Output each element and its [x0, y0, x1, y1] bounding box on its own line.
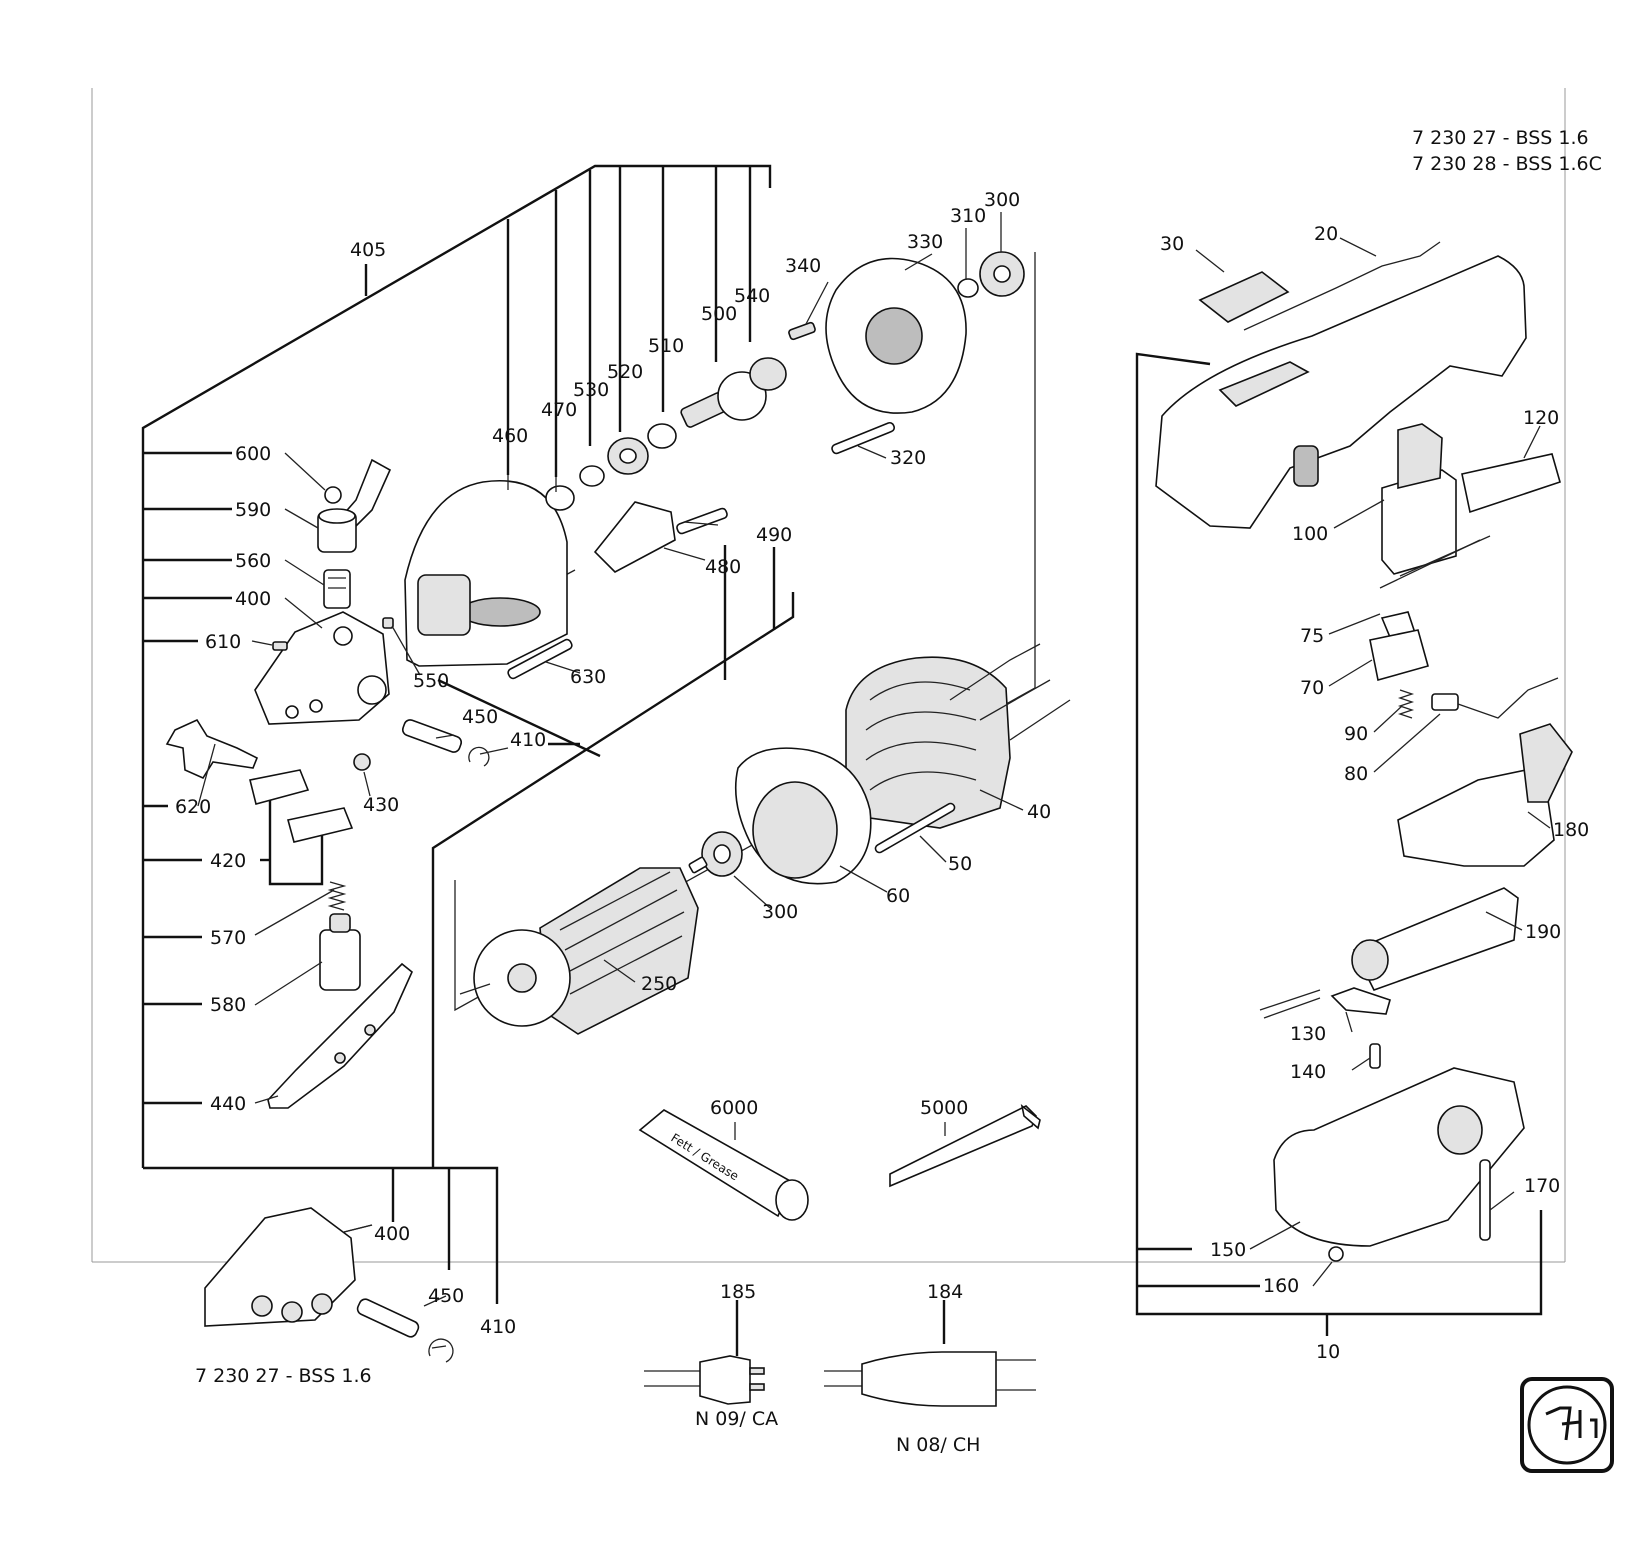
label-130: 130 [1290, 1023, 1326, 1045]
label-430: 430 [363, 794, 399, 816]
label-400-left: 400 [235, 588, 271, 610]
label-185: 185 [720, 1281, 756, 1303]
label-320: 320 [890, 447, 926, 469]
fein-logo [1520, 1377, 1614, 1473]
label-560: 560 [235, 550, 271, 572]
housing-parts [1155, 241, 1573, 1262]
leader-lines [197, 212, 1551, 1349]
label-400-bottom: 400 [374, 1223, 410, 1245]
label-450-left: 450 [462, 706, 498, 728]
grease-tube: Fett / Grease [638, 1109, 809, 1221]
gear-housing-parts [404, 251, 1025, 680]
label-630: 630 [570, 666, 606, 688]
label-6000: 6000 [710, 1097, 758, 1119]
label-300-top: 300 [984, 189, 1020, 211]
label-570: 570 [210, 927, 246, 949]
model-line-1: 7 230 27 - BSS 1.6 [1412, 127, 1589, 149]
label-340: 340 [785, 255, 821, 277]
label-520: 520 [607, 361, 643, 383]
label-40: 40 [1027, 801, 1051, 823]
label-184: 184 [927, 1281, 963, 1303]
label-120: 120 [1523, 407, 1559, 429]
variant-label: 7 230 27 - BSS 1.6 [195, 1365, 372, 1387]
label-190: 190 [1525, 921, 1561, 943]
motor-parts [459, 643, 1071, 1035]
label-5000: 5000 [920, 1097, 968, 1119]
label-100: 100 [1292, 523, 1328, 545]
label-250: 250 [641, 973, 677, 995]
label-490: 490 [756, 524, 792, 546]
label-80: 80 [1344, 763, 1368, 785]
label-470: 470 [541, 399, 577, 421]
label-160: 160 [1263, 1275, 1299, 1297]
label-70: 70 [1300, 677, 1324, 699]
label-510: 510 [648, 335, 684, 357]
model-line-2: 7 230 28 - BSS 1.6C [1412, 153, 1602, 175]
label-30: 30 [1160, 233, 1184, 255]
gear-head-parts [165, 458, 490, 1109]
hex-key [889, 1104, 1041, 1188]
label-410-bottom: 410 [480, 1316, 516, 1338]
label-90: 90 [1344, 723, 1368, 745]
label-330: 330 [907, 231, 943, 253]
label-50: 50 [948, 853, 972, 875]
label-310: 310 [950, 205, 986, 227]
part-labels: 405 460 470 530 520 510 500 540 340 330 … [175, 189, 1589, 1363]
label-500: 500 [701, 303, 737, 325]
label-75: 75 [1300, 625, 1324, 647]
variant-head-parts [204, 1207, 454, 1363]
label-620: 620 [175, 796, 211, 818]
label-450-bottom: 450 [428, 1285, 464, 1307]
plug-ch [824, 1300, 1036, 1407]
label-580: 580 [210, 994, 246, 1016]
label-590: 590 [235, 499, 271, 521]
label-440: 440 [210, 1093, 246, 1115]
label-480: 480 [705, 556, 741, 578]
label-460: 460 [492, 425, 528, 447]
label-420: 420 [210, 850, 246, 872]
label-20: 20 [1314, 223, 1338, 245]
label-610: 610 [205, 631, 241, 653]
label-180: 180 [1553, 819, 1589, 841]
label-540: 540 [734, 285, 770, 307]
plug-ch-label: N 08/ CH [896, 1434, 980, 1456]
plug-ca-label: N 09/ CA [695, 1408, 778, 1430]
label-410-left: 410 [510, 729, 546, 751]
label-600: 600 [235, 443, 271, 465]
label-10: 10 [1316, 1341, 1340, 1363]
label-150: 150 [1210, 1239, 1246, 1261]
plug-ca [644, 1300, 765, 1405]
label-530: 530 [573, 379, 609, 401]
label-300-bottom: 300 [762, 901, 798, 923]
bracket-10 [1135, 352, 1543, 1336]
label-60: 60 [886, 885, 910, 907]
label-550: 550 [413, 670, 449, 692]
label-170: 170 [1524, 1175, 1560, 1197]
label-405: 405 [350, 239, 386, 261]
bracket-405 [141, 164, 795, 1304]
label-140: 140 [1290, 1061, 1326, 1083]
